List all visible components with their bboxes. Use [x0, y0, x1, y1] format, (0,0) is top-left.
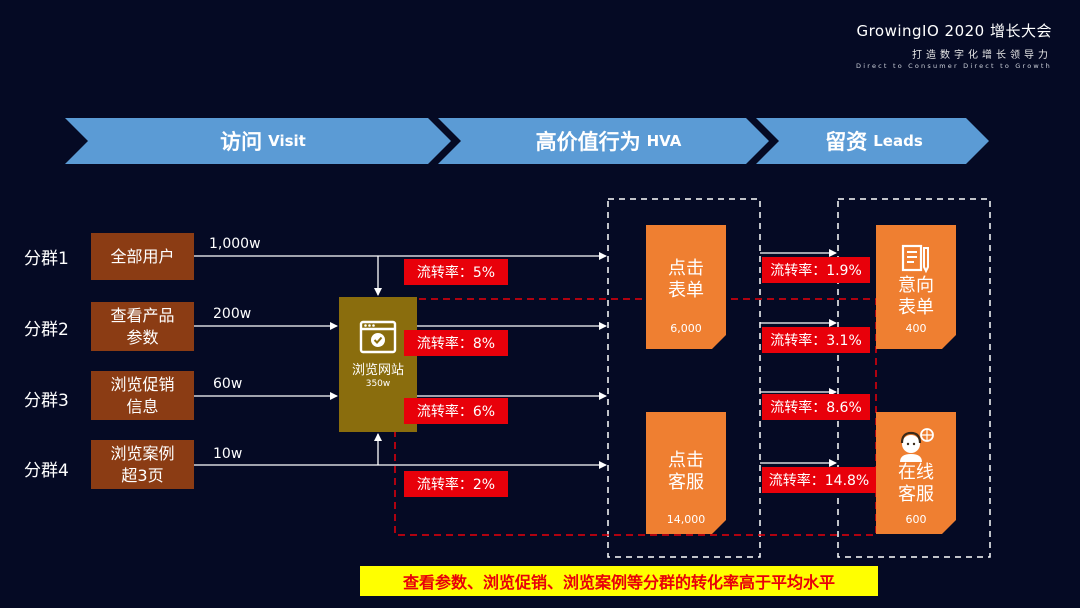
hva-click-form-count: 6,000 — [670, 322, 702, 335]
stage-chevron-leads — [756, 118, 989, 164]
segment-all-users: 全部用户 — [91, 233, 194, 280]
hva-dashed-frame — [607, 198, 761, 558]
brand-subtitle: 打造数字化增长领导力 — [912, 50, 1052, 61]
group-label-1: 分群1 — [24, 249, 69, 269]
volume-group4: 10w — [213, 446, 243, 462]
leads-online-service-title: 在线 客服 — [898, 462, 934, 505]
form-doc-icon — [900, 243, 932, 275]
hva-click-form-title: 点击 表单 — [668, 258, 704, 301]
hva-click-service: 点击 客服 14,000 — [646, 412, 726, 534]
leads-intent-form-count: 400 — [905, 322, 927, 335]
rate-hva-2: 流转率：3.1% — [762, 327, 870, 353]
segment-cases: 浏览案例 超3页 — [91, 440, 194, 489]
rate-hva-4: 流转率：14.8% — [762, 467, 876, 493]
customer-service-icon — [896, 426, 936, 462]
leads-dashed-frame — [837, 198, 991, 558]
site-volume: 350w — [365, 379, 391, 389]
volume-group2: 200w — [213, 306, 252, 322]
group-label-2: 分群2 — [24, 320, 69, 340]
browser-check-icon — [359, 320, 397, 354]
site-label: 浏览网站 — [351, 363, 404, 378]
group-label-4: 分群4 — [24, 461, 69, 481]
stage-banner — [65, 118, 989, 164]
leads-intent-form-title: 意向 表单 — [898, 275, 934, 318]
segment-product-params: 查看产品 参数 — [91, 302, 194, 351]
volume-group1: 1,000w — [209, 236, 261, 252]
leads-intent-form: 意向 表单 400 — [876, 225, 956, 349]
rate-hva-3: 流转率：8.6% — [762, 394, 870, 420]
rate-visit-2: 流转率：8% — [404, 330, 508, 356]
hva-click-form: 点击 表单 6,000 — [646, 225, 726, 349]
rate-hva-1: 流转率：1.9% — [762, 257, 870, 283]
brand-tagline: Direct to Consumer Direct to Growth — [856, 62, 1052, 70]
highlight-dashed-frame — [394, 298, 877, 536]
stage-chevron-hva — [438, 118, 769, 164]
segment-promo-info: 浏览促销 信息 — [91, 371, 194, 420]
stage-chevron-visit — [65, 118, 451, 164]
leads-online-service-count: 600 — [905, 513, 927, 526]
hva-click-service-title: 点击 客服 — [668, 450, 704, 493]
rate-visit-3: 流转率：6% — [404, 398, 508, 424]
volume-group3: 60w — [213, 376, 243, 392]
leads-online-service: 在线 客服 600 — [876, 412, 956, 534]
rate-visit-1: 流转率：5% — [404, 259, 508, 285]
rate-visit-4: 流转率：2% — [404, 471, 508, 497]
group-label-3: 分群3 — [24, 391, 69, 411]
hva-click-service-count: 14,000 — [666, 513, 706, 526]
brand-title: GrowingIO 2020 增长大会 — [856, 22, 1052, 40]
footer-conclusion: 查看参数、浏览促销、浏览案例等分群的转化率高于平均水平 — [360, 566, 878, 596]
